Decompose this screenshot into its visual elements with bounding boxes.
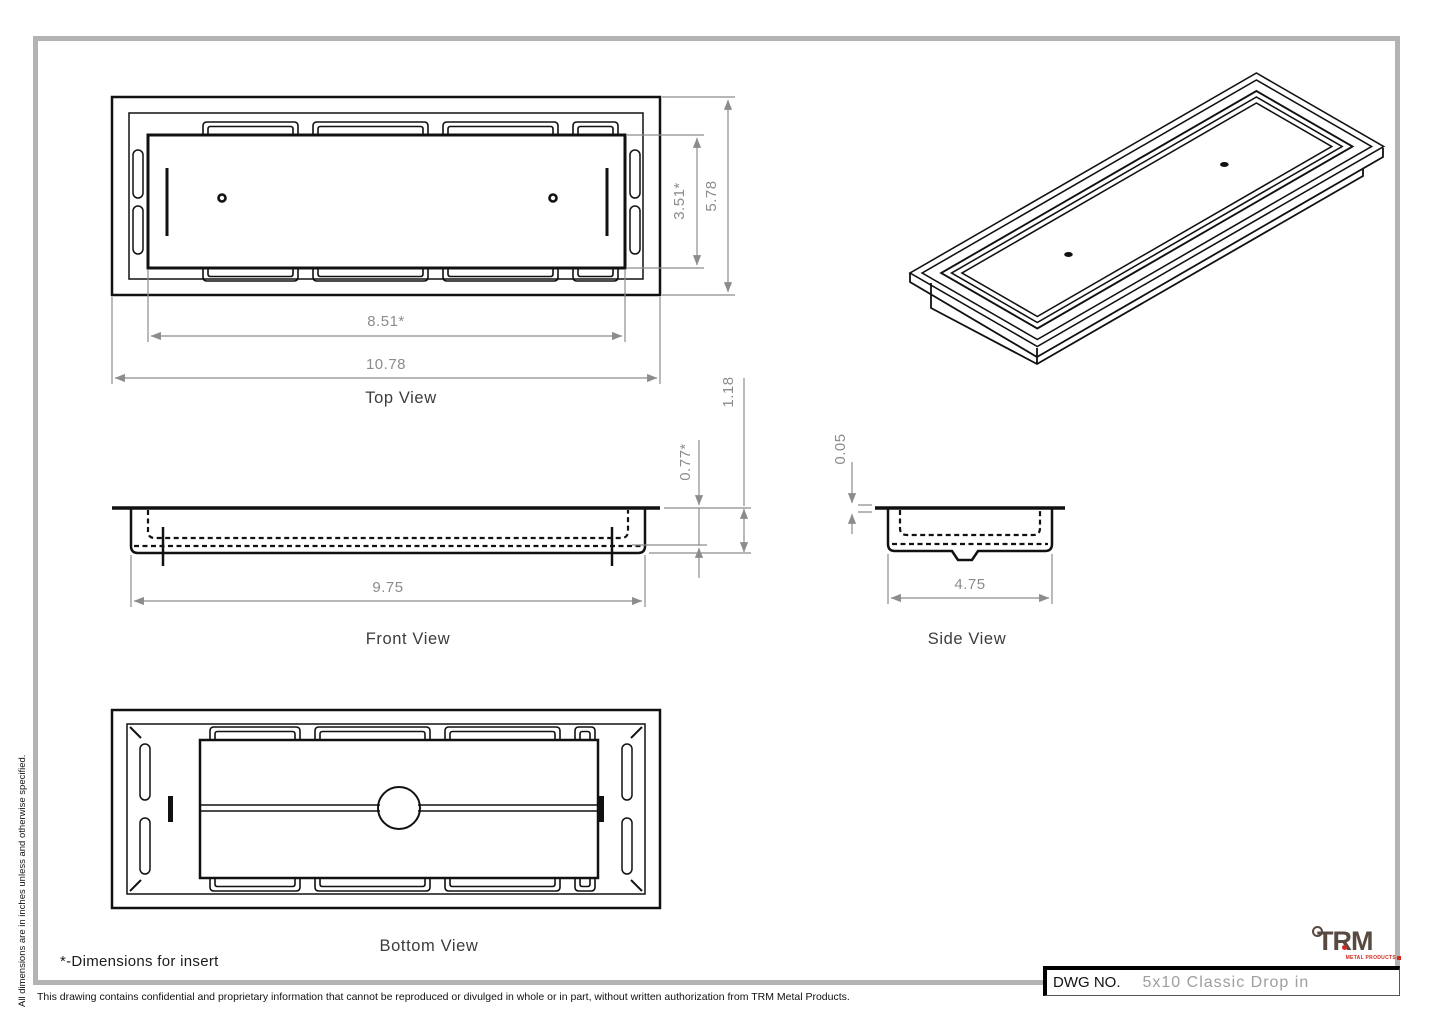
iso-rim-inner xyxy=(950,96,1344,324)
top-view-label: Top View xyxy=(365,389,436,407)
confidentiality-disclaimer: This drawing contains confidential and p… xyxy=(37,991,850,1003)
extension-lines xyxy=(111,96,735,384)
dwg-no-value: 5x10 Classic Drop in xyxy=(1142,973,1310,991)
front-view-hidden-insert xyxy=(146,510,630,540)
top-view-side-slot xyxy=(629,205,641,255)
bottom-view-spring-clips-bottom xyxy=(209,878,596,892)
dim-front-insert-depth: 0.77* xyxy=(677,443,694,481)
top-view-dimensions xyxy=(111,96,735,384)
sheet-border xyxy=(33,36,1400,985)
side-view-body xyxy=(886,508,1054,562)
iso-underside-edges xyxy=(909,148,1384,366)
dwg-no-label: DWG NO. xyxy=(1053,974,1121,991)
spring-clip-path xyxy=(209,726,596,740)
top-view-spring-clips-bottom xyxy=(202,268,619,282)
iso-hole xyxy=(1220,162,1229,167)
logo-dot-icon xyxy=(1342,945,1347,950)
dim-top-insert-height: 3.51* xyxy=(671,182,688,220)
bottom-view-panel xyxy=(198,738,600,880)
logo-tagline: METAL PRODUCTS xyxy=(1346,955,1401,961)
side-view xyxy=(875,506,1065,562)
isometric-view xyxy=(908,72,1386,366)
extension-lines xyxy=(130,507,751,607)
bottom-view-side-slot xyxy=(621,743,633,801)
dim-front-overall-depth: 1.18 xyxy=(720,376,737,407)
iso-flange-inner xyxy=(920,79,1374,341)
iso-floor xyxy=(960,102,1334,318)
front-view-label: Front View xyxy=(366,630,451,648)
iso-opening-rim xyxy=(939,89,1355,330)
bottom-view-tab-right xyxy=(599,796,604,822)
dim-top-overall-width: 10.78 xyxy=(366,356,406,373)
dim-front-width: 9.75 xyxy=(372,579,403,596)
spring-clip-path xyxy=(209,878,596,892)
top-view-side-slot xyxy=(132,205,144,255)
top-view-hole-left xyxy=(217,193,227,203)
logo-ring-icon xyxy=(1312,926,1323,937)
dim-side-width: 4.75 xyxy=(954,576,985,593)
dim-side-lip-thickness: 0.05 xyxy=(832,433,849,464)
bottom-view-divider xyxy=(200,804,598,812)
front-view-body xyxy=(129,508,647,555)
bottom-view-tab-left xyxy=(168,796,173,822)
top-view-flange-return xyxy=(128,112,644,280)
logo-square-icon xyxy=(1397,956,1401,960)
spring-clip-path xyxy=(202,121,619,135)
bottom-view-center-hole xyxy=(377,786,421,830)
spring-clip-path xyxy=(202,268,619,282)
bottom-view xyxy=(110,708,662,910)
top-view-spring-clips-top xyxy=(202,121,619,135)
bottom-view-spring-clips-top xyxy=(209,726,596,740)
logo-text: TRM xyxy=(1317,926,1373,956)
insert-dimension-note: *-Dimensions for insert xyxy=(60,953,219,970)
side-view-dimensions xyxy=(847,462,1053,604)
bottom-view-outer-frame xyxy=(110,708,662,910)
bottom-view-inner-frame xyxy=(126,723,646,895)
bottom-view-side-slot xyxy=(139,817,151,875)
top-view xyxy=(110,95,662,297)
extension-lines xyxy=(858,504,1053,604)
side-view-label: Side View xyxy=(928,630,1006,648)
iso-flange-outer xyxy=(908,72,1386,348)
top-view-side-slot xyxy=(132,149,144,199)
bottom-view-corner-marks xyxy=(129,726,643,892)
trm-logo: TRM METAL PRODUCTS xyxy=(1312,926,1403,966)
side-view-hidden-insert xyxy=(898,510,1042,537)
top-view-hole-right xyxy=(548,193,558,203)
iso-hole xyxy=(1064,252,1073,257)
logo-tagline-text: METAL PRODUCTS xyxy=(1345,955,1396,961)
front-view-dimensions xyxy=(130,378,751,607)
bottom-view-side-slot xyxy=(139,743,151,801)
title-block: DWG NO. 5x10 Classic Drop in xyxy=(1043,966,1400,996)
top-view-insert-outline xyxy=(146,133,627,270)
top-view-outer-frame xyxy=(110,95,662,297)
front-view xyxy=(112,506,660,566)
dim-top-overall-height: 5.78 xyxy=(703,180,720,211)
top-view-side-slot xyxy=(629,149,641,199)
bottom-view-side-slot xyxy=(621,817,633,875)
units-note: All dimensions are in inches unless and … xyxy=(17,754,28,1007)
bottom-view-label: Bottom View xyxy=(380,937,479,955)
dim-top-insert-width: 8.51* xyxy=(367,313,405,330)
